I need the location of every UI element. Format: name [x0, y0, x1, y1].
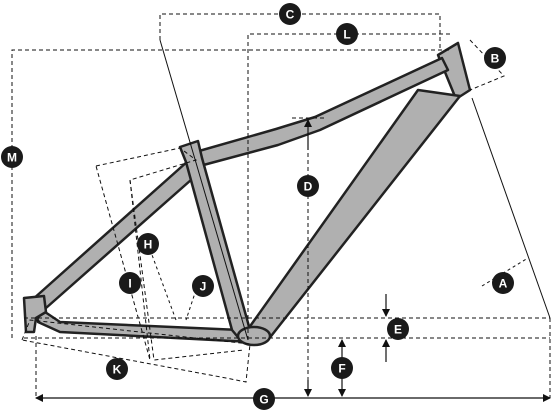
- badge-c: C: [279, 3, 301, 25]
- svg-text:I: I: [128, 277, 131, 291]
- svg-text:E: E: [394, 323, 402, 337]
- dimension-arrows: [35, 119, 551, 402]
- dimension-j-line: [185, 289, 197, 321]
- rear-dropout: [22, 294, 48, 334]
- seat-stay: [30, 159, 202, 310]
- svg-text:B: B: [491, 52, 500, 66]
- svg-text:J: J: [200, 280, 207, 294]
- svg-text:H: H: [144, 238, 153, 252]
- dimension-lines: [11, 13, 551, 398]
- badge-m: M: [1, 146, 23, 168]
- seat-angle-line: [159, 39, 249, 341]
- svg-text:G: G: [259, 393, 268, 407]
- top-tube: [190, 56, 450, 169]
- dimension-i-box: [95, 147, 198, 361]
- badge-g: G: [253, 388, 275, 410]
- badge-f: F: [331, 357, 353, 379]
- badge-k: K: [106, 358, 128, 380]
- seat-tube: [178, 139, 270, 344]
- bike-frame: [22, 41, 472, 347]
- bottom-bracket: [236, 325, 272, 347]
- badge-l: L: [336, 23, 358, 45]
- badge-b: B: [484, 47, 506, 69]
- dimension-h-line: [147, 243, 177, 321]
- svg-text:M: M: [7, 151, 17, 165]
- badge-j: J: [192, 275, 214, 297]
- dimension-badges: A B C D E F G H: [1, 3, 514, 410]
- dimension-a-line: [481, 257, 529, 287]
- svg-text:L: L: [343, 28, 350, 42]
- badge-h: H: [137, 233, 159, 255]
- dimension-c-line: [159, 13, 441, 50]
- dimension-b-line: [469, 39, 505, 91]
- svg-text:A: A: [499, 277, 508, 291]
- svg-text:F: F: [338, 362, 345, 376]
- badge-a: A: [492, 272, 514, 294]
- steering-axis-line: [471, 97, 551, 319]
- badge-e: E: [387, 318, 409, 340]
- dimension-k-box: [21, 319, 251, 383]
- svg-text:K: K: [113, 363, 122, 377]
- svg-text:C: C: [286, 8, 295, 22]
- badge-d: D: [297, 175, 319, 197]
- dimension-l-line: [247, 33, 452, 340]
- dimension-m-line: [11, 49, 450, 338]
- badge-i: I: [119, 272, 141, 294]
- svg-text:D: D: [304, 180, 313, 194]
- dimension-i-side: [129, 179, 245, 361]
